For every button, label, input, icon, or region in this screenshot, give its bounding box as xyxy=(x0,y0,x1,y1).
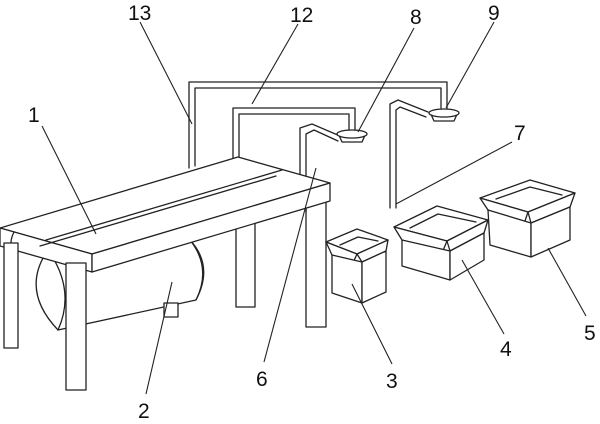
callout-labels: 1 2 3 4 5 6 7 8 9 12 13 xyxy=(28,2,596,423)
pipe-7 xyxy=(389,99,429,209)
label-4: 4 xyxy=(500,338,512,361)
leader-lines xyxy=(41,21,587,395)
label-13: 13 xyxy=(128,2,151,25)
pipe-12 xyxy=(232,107,356,161)
label-3: 3 xyxy=(386,370,398,393)
label-2: 2 xyxy=(138,400,150,423)
label-8: 8 xyxy=(410,6,422,29)
label-9: 9 xyxy=(488,2,500,25)
bin-4 xyxy=(393,205,489,281)
nozzle-9 xyxy=(428,108,460,122)
label-12: 12 xyxy=(290,4,313,27)
label-5: 5 xyxy=(584,322,596,345)
label-7: 7 xyxy=(514,122,526,145)
bin-3 xyxy=(325,228,389,304)
bin-5 xyxy=(479,179,576,258)
table-legs-front xyxy=(3,242,87,391)
pipe-6 xyxy=(299,123,341,213)
pipe-13 xyxy=(188,81,448,169)
label-6: 6 xyxy=(256,368,268,391)
label-1: 1 xyxy=(28,104,40,127)
conveyor-table xyxy=(0,156,331,273)
nozzle-8 xyxy=(336,129,368,143)
